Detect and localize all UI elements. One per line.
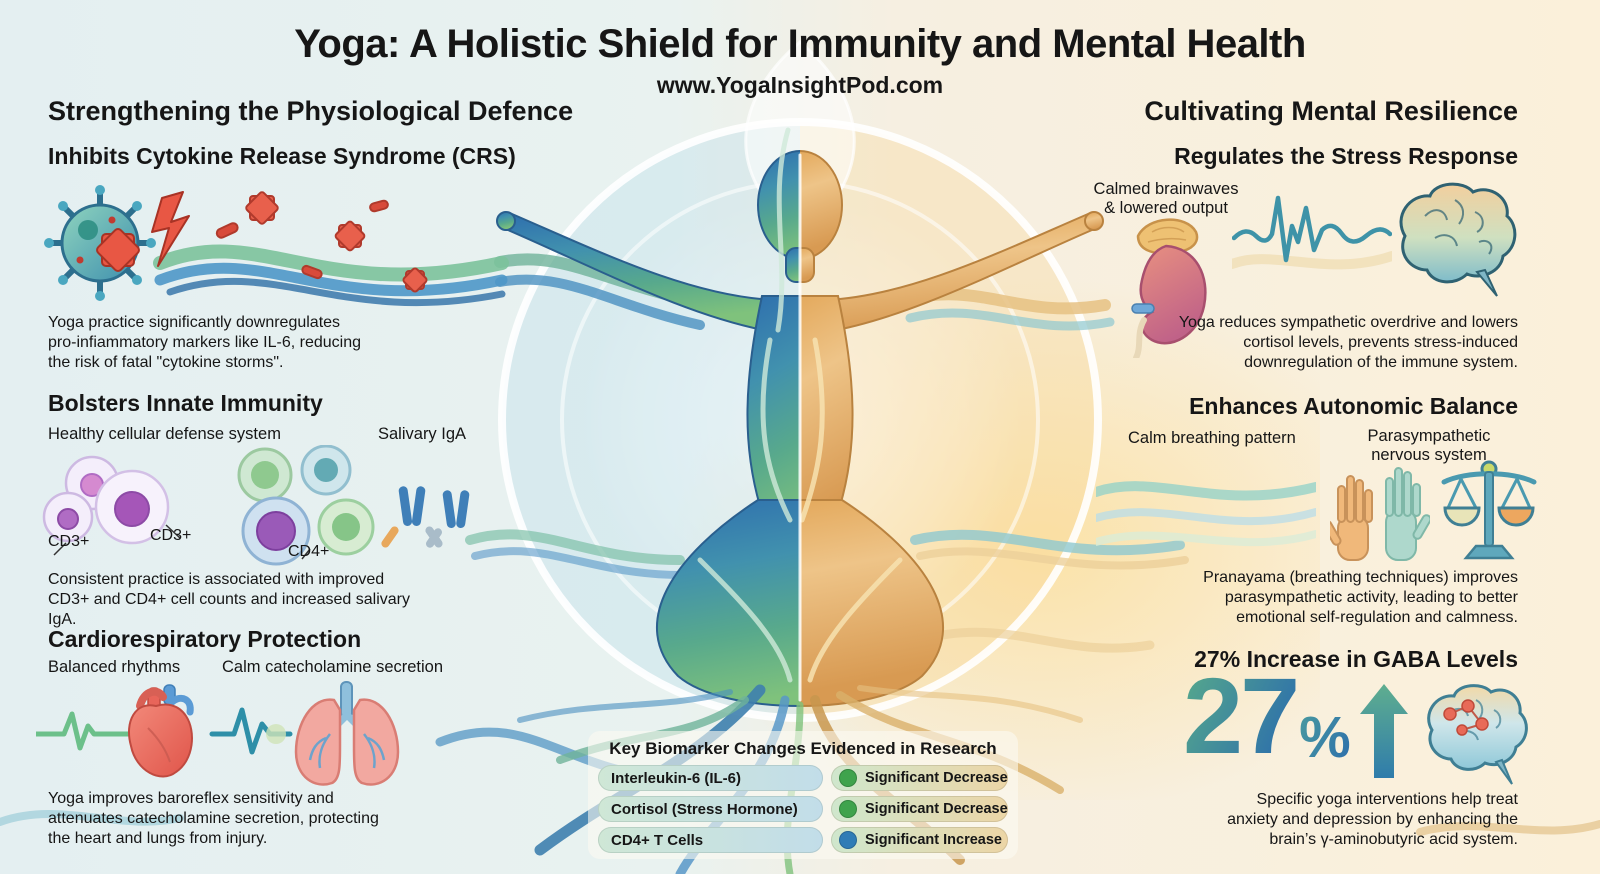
breathing-caption: Calm breathing pattern bbox=[1128, 429, 1296, 447]
gaba-brain-icon bbox=[1427, 684, 1528, 785]
hand-orange-icon bbox=[1330, 475, 1373, 561]
decrease-dot-icon bbox=[839, 800, 857, 818]
cd3-label-2: CD3+ bbox=[150, 527, 192, 544]
gaba-stat: 27 % bbox=[1183, 655, 1351, 776]
biomarker-change: Significant Decrease bbox=[831, 765, 1008, 791]
decrease-dot-icon bbox=[839, 769, 857, 787]
gaba-stat-value: 27 bbox=[1183, 655, 1300, 776]
innate-section-title: Bolsters Innate Immunity bbox=[48, 390, 323, 416]
cd4-label: CD4+ bbox=[288, 543, 330, 560]
crs-body: Yoga practice significantly downregulate… bbox=[48, 314, 361, 371]
cardio-body: Yoga improves baroreflex sensitivity and… bbox=[48, 790, 379, 847]
hand-teal-icon bbox=[1385, 467, 1430, 561]
brainwave-icon bbox=[1232, 195, 1392, 270]
left-column-header: Strengthening the Physiological Defence bbox=[48, 96, 574, 126]
gaba-body: Specific yoga interventions help treat a… bbox=[1227, 791, 1518, 848]
biomarker-change: Significant Increase bbox=[831, 827, 1008, 853]
cardio-section-title: Cardiorespiratory Protection bbox=[48, 626, 362, 652]
heart-icon bbox=[128, 684, 194, 778]
cd3-label-1: CD3+ bbox=[48, 533, 90, 550]
biomarker-change-label: Significant Increase bbox=[865, 832, 1002, 848]
biomarker-table-title: Key Biomarker Changes Evidenced in Resea… bbox=[609, 739, 997, 758]
immune-cells-icon bbox=[42, 445, 470, 566]
gaba-stat-unit: % bbox=[1299, 705, 1351, 771]
website-url: www.YogaInsightPod.com bbox=[656, 72, 944, 98]
catecholamine-caption: Calm catecholamine secretion bbox=[222, 658, 444, 676]
up-arrow-icon bbox=[1360, 684, 1408, 778]
autonomic-body: Pranayama (breathing techniques) improve… bbox=[1203, 569, 1518, 626]
biomarker-panel: Key Biomarker Changes Evidenced in Resea… bbox=[588, 731, 1018, 859]
cytokine-particles bbox=[215, 191, 428, 293]
balance-scale-icon bbox=[1441, 460, 1537, 560]
antibody-icon bbox=[381, 486, 470, 548]
biomarker-name: CD4+ T Cells bbox=[598, 827, 823, 853]
table-row: Interleukin-6 (IL-6) Significant Decreas… bbox=[588, 765, 1018, 791]
hands-icon bbox=[1330, 467, 1430, 561]
lymphocyte-cells-icon bbox=[237, 445, 375, 566]
parasympathetic-caption: Parasympathetic nervous system bbox=[1367, 427, 1491, 464]
white-blood-cells-icon bbox=[42, 455, 181, 556]
stress-section-title: Regulates the Stress Response bbox=[1174, 143, 1518, 169]
table-row: CD4+ T Cells Significant Increase bbox=[588, 827, 1018, 853]
innate-body: Consistent practice is associated with i… bbox=[48, 571, 410, 628]
biomarker-change: Significant Decrease bbox=[831, 796, 1008, 822]
right-column-header: Cultivating Mental Resilience bbox=[1144, 96, 1518, 126]
brainwaves-caption: Calmed brainwaves & lowered output bbox=[1093, 180, 1239, 217]
autonomic-section-title: Enhances Autonomic Balance bbox=[1189, 393, 1518, 419]
increase-dot-icon bbox=[839, 831, 857, 849]
page-title: Yoga: A Holistic Shield for Immunity and… bbox=[294, 22, 1306, 66]
breathing-waves-icon bbox=[1096, 481, 1316, 547]
cells-caption: Healthy cellular defense system bbox=[48, 425, 281, 443]
virus-icon bbox=[44, 185, 190, 301]
iga-caption: Salivary IgA bbox=[378, 425, 467, 443]
rhythms-caption: Balanced rhythms bbox=[48, 658, 181, 676]
biomarker-name: Interleukin-6 (IL-6) bbox=[598, 765, 823, 791]
table-row: Cortisol (Stress Hormone) Significant De… bbox=[588, 796, 1018, 822]
ecg-line-green-icon bbox=[36, 711, 131, 751]
brain-icon bbox=[1399, 182, 1517, 297]
virus-cytokine-icon bbox=[44, 185, 509, 307]
biomarker-change-label: Significant Decrease bbox=[865, 801, 1008, 817]
crs-section-title: Inhibits Cytokine Release Syndrome (CRS) bbox=[48, 143, 516, 169]
biomarker-change-label: Significant Decrease bbox=[865, 770, 1008, 786]
biomarker-name: Cortisol (Stress Hormone) bbox=[598, 796, 823, 822]
stress-body: Yoga reduces sympathetic overdrive and l… bbox=[1178, 314, 1518, 371]
lungs-icon bbox=[294, 681, 400, 786]
heart-lungs-icon bbox=[36, 681, 400, 786]
